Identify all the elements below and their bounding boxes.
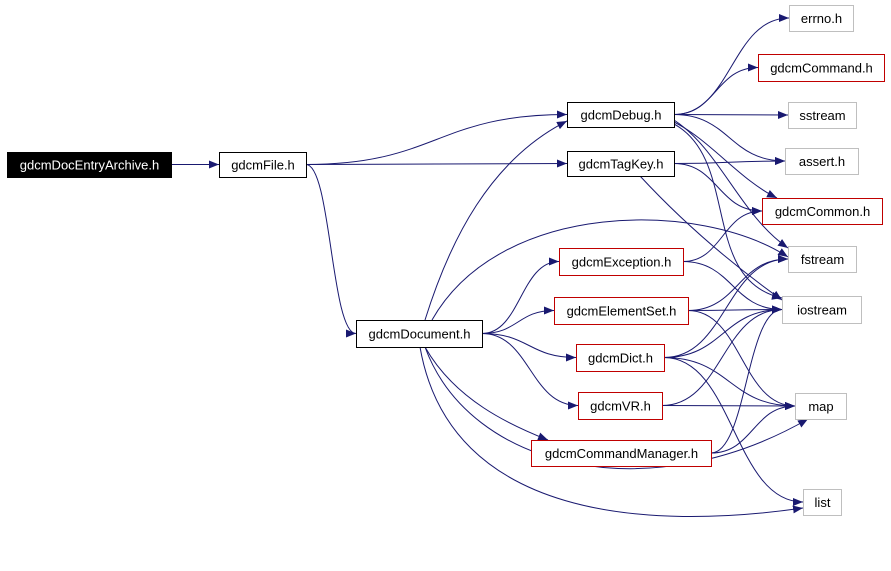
- node-box: [7, 152, 172, 178]
- edge-gdcmTagKey-to-iostream: [639, 175, 783, 301]
- node-box: [789, 5, 854, 32]
- node-gdcmDocEntryArchive[interactable]: gdcmDocEntryArchive.h: [7, 152, 172, 178]
- edge-gdcmTagKey-to-gdcmCommon: [673, 163, 763, 215]
- node-gdcmFile[interactable]: gdcmFile.h: [219, 152, 307, 178]
- node-box: [554, 297, 689, 325]
- node-box: [578, 392, 663, 420]
- edge-gdcmVR-to-map: [661, 401, 796, 410]
- node-errno[interactable]: errno.h: [789, 5, 854, 32]
- node-box: [788, 102, 857, 129]
- node-fstream[interactable]: fstream: [788, 246, 857, 273]
- node-gdcmDict[interactable]: gdcmDict.h: [576, 344, 665, 372]
- edge-gdcmDebug-to-assert: [673, 114, 786, 165]
- edge-gdcmException-to-gdcmCommon: [682, 207, 763, 262]
- edge-gdcmDocument-to-fstream: [431, 219, 789, 321]
- node-sstream[interactable]: sstream: [788, 102, 857, 129]
- node-box: [782, 296, 862, 324]
- edge-gdcmFile-to-gdcmDebug: [305, 110, 568, 165]
- edge-gdcmDict-to-list: [663, 357, 804, 506]
- edge-gdcmDocument-to-gdcmElementSet: [481, 306, 555, 334]
- edge-gdcmDict-to-map: [663, 357, 796, 410]
- node-box: [559, 248, 684, 276]
- node-label: errno.h: [801, 11, 842, 26]
- node-assert[interactable]: assert.h: [785, 148, 859, 175]
- node-box: [803, 489, 842, 516]
- node-label: assert.h: [799, 154, 845, 169]
- node-box: [531, 440, 712, 467]
- node-gdcmException[interactable]: gdcmException.h: [559, 248, 684, 276]
- edge-gdcmDocument-to-gdcmVR: [481, 333, 579, 410]
- edge-gdcmDocument-to-list: [419, 346, 804, 517]
- node-label: gdcmElementSet.h: [567, 304, 677, 319]
- node-box: [567, 151, 675, 177]
- node-iostream[interactable]: iostream: [782, 296, 862, 324]
- edge-gdcmElementSet-to-iostream: [687, 305, 783, 314]
- edge-gdcmException-to-iostream: [682, 261, 783, 314]
- edge-gdcmDocument-to-gdcmDebug: [424, 120, 568, 321]
- edge-gdcmCommandManager-to-iostream: [710, 305, 783, 454]
- edge-gdcmVR-to-iostream: [661, 305, 783, 406]
- node-gdcmCommon[interactable]: gdcmCommon.h: [762, 198, 883, 225]
- node-gdcmDocument[interactable]: gdcmDocument.h: [356, 320, 483, 348]
- node-label: gdcmDocEntryArchive.h: [20, 158, 159, 173]
- node-box: [758, 54, 885, 82]
- node-label: gdcmDocument.h: [369, 327, 471, 342]
- edge-gdcmDebug-to-gdcmCommand: [673, 63, 759, 115]
- edge-gdcmFile-to-gdcmTagKey: [305, 159, 568, 168]
- edge-gdcmDocument-to-gdcmException: [481, 257, 560, 334]
- edge-gdcmCommandManager-to-map: [710, 402, 796, 454]
- node-box: [567, 102, 675, 128]
- node-label: gdcmException.h: [572, 255, 672, 270]
- edge-gdcmDebug-to-sstream: [673, 110, 789, 119]
- node-gdcmCommand[interactable]: gdcmCommand.h: [758, 54, 885, 82]
- node-box: [788, 246, 857, 273]
- edge-gdcmDict-to-fstream: [663, 255, 789, 358]
- edge-gdcmDocument-to-gdcmDict: [481, 333, 577, 362]
- node-gdcmTagKey[interactable]: gdcmTagKey.h: [567, 151, 675, 177]
- node-label: map: [808, 399, 833, 414]
- node-box: [219, 152, 307, 178]
- edge-gdcmDebug-to-gdcmCommon: [673, 121, 778, 199]
- edge-gdcmDict-to-iostream: [663, 305, 783, 358]
- node-label: gdcmCommand.h: [770, 61, 873, 76]
- node-label: fstream: [801, 252, 844, 267]
- node-box: [576, 344, 665, 372]
- node-list[interactable]: list: [803, 489, 842, 516]
- node-label: gdcmVR.h: [590, 399, 651, 414]
- node-box: [785, 148, 859, 175]
- node-gdcmElementSet[interactable]: gdcmElementSet.h: [554, 297, 689, 325]
- node-label: sstream: [799, 108, 845, 123]
- node-label: gdcmTagKey.h: [578, 157, 663, 172]
- node-label: gdcmCommandManager.h: [545, 446, 698, 461]
- node-label: gdcmFile.h: [231, 158, 295, 173]
- edge-gdcmTagKey-to-assert: [673, 157, 786, 166]
- node-box: [762, 198, 883, 225]
- edge-gdcmElementSet-to-map: [687, 310, 796, 410]
- edge-gdcmDebug-to-iostream: [673, 123, 783, 300]
- node-label: gdcmDict.h: [588, 351, 653, 366]
- node-gdcmDebug[interactable]: gdcmDebug.h: [567, 102, 675, 128]
- nodes-layer: gdcmDocEntryArchive.h gdcmFile.h gdcmDocum…: [7, 5, 885, 516]
- node-label: iostream: [797, 303, 847, 318]
- node-gdcmVR[interactable]: gdcmVR.h: [578, 392, 663, 420]
- node-label: gdcmCommon.h: [775, 204, 870, 219]
- node-box: [795, 393, 847, 420]
- edge-gdcmDebug-to-fstream: [673, 119, 789, 249]
- node-gdcmCommandManager[interactable]: gdcmCommandManager.h: [531, 440, 712, 467]
- edge-gdcmDocument-to-gdcmCommandManager: [424, 346, 549, 441]
- edge-gdcmFile-to-gdcmDocument: [305, 164, 357, 338]
- node-map[interactable]: map: [795, 393, 847, 420]
- node-label: list: [815, 495, 831, 510]
- node-box: [356, 320, 483, 348]
- edges-layer: [171, 14, 809, 517]
- node-label: gdcmDebug.h: [581, 108, 662, 123]
